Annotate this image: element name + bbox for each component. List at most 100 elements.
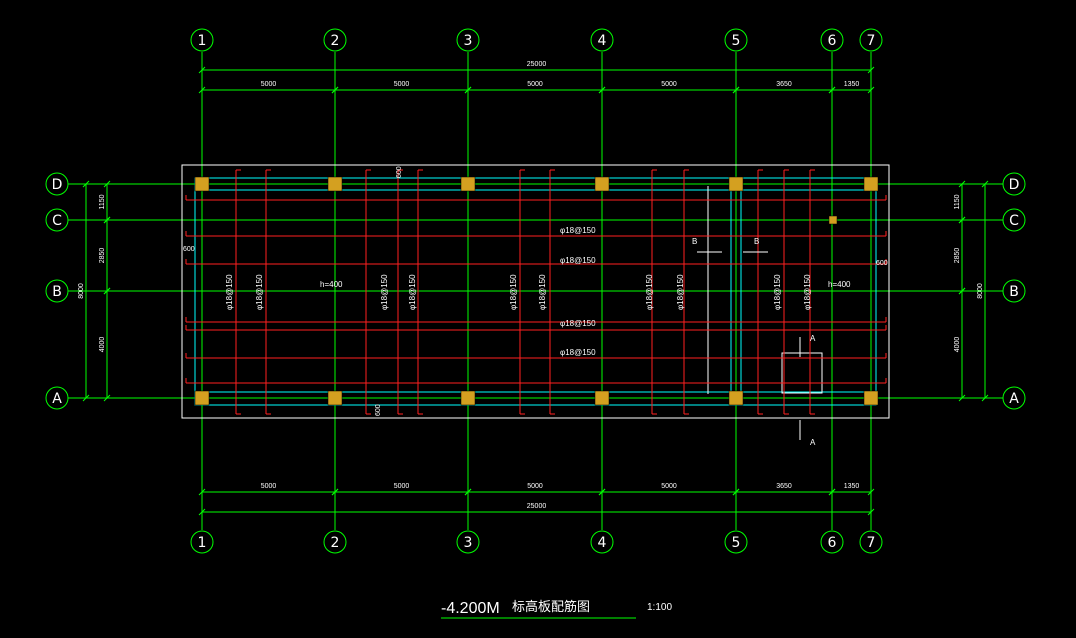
column bbox=[594, 176, 610, 192]
section-a-label: A bbox=[810, 438, 816, 447]
rebar-label: φ18@150 bbox=[560, 256, 596, 265]
column bbox=[194, 176, 210, 192]
offset-label-left: 600 bbox=[183, 246, 195, 253]
axis-bubble-right-circle bbox=[1002, 386, 1026, 410]
dim-span-bottom-tick bbox=[828, 488, 836, 496]
axis-bubble-bottom-label: 7 bbox=[867, 535, 876, 551]
axis-bubble-bottom-circle bbox=[456, 530, 480, 554]
dim-row-right-text: 4000 bbox=[954, 337, 961, 353]
axis-bubble-left-label: A bbox=[52, 391, 62, 407]
rebar-label: φ18@150 bbox=[509, 274, 518, 310]
axis-bubble-top-circle bbox=[456, 28, 480, 52]
section-a-label: A bbox=[810, 334, 816, 343]
dim-span-top-tick bbox=[867, 86, 875, 94]
thickness-label-left: h=400 bbox=[320, 280, 343, 289]
dim-span-top-tick bbox=[598, 86, 606, 94]
dim-span-bottom-tick bbox=[732, 488, 740, 496]
small-column bbox=[828, 215, 838, 225]
column bbox=[327, 390, 343, 406]
slab-edge bbox=[181, 164, 890, 419]
axis-bubble-right-circle bbox=[1002, 172, 1026, 196]
axis-bubble-top-label: 2 bbox=[331, 33, 340, 49]
axis-bubble-bottom-label: 3 bbox=[464, 535, 473, 551]
dim-span-top-tick bbox=[331, 86, 339, 94]
axis-bubble-top-label: 7 bbox=[867, 33, 876, 49]
dim-row-left-text: 2850 bbox=[99, 248, 106, 264]
dim-span-bottom-text: 5000 bbox=[527, 483, 543, 490]
title-elevation: -4.200M bbox=[441, 600, 500, 617]
dim-row-left-text: 1150 bbox=[99, 194, 106, 209]
axis-bubble-bottom-circle bbox=[590, 530, 614, 554]
title-scale: 1:100 bbox=[647, 602, 672, 613]
axis-bubble-left-circle bbox=[45, 172, 69, 196]
column bbox=[594, 390, 610, 406]
dim-span-top-tick bbox=[464, 86, 472, 94]
dim-span-top-text: 3650 bbox=[776, 81, 792, 88]
column bbox=[863, 176, 879, 192]
axis-bubble-left-circle bbox=[45, 279, 69, 303]
rebar-label: φ18@150 bbox=[560, 348, 596, 357]
axis-bubble-top-label: 5 bbox=[732, 33, 741, 49]
column bbox=[863, 390, 879, 406]
axis-bubble-right-circle bbox=[1002, 279, 1026, 303]
rebar-label: φ18@150 bbox=[408, 274, 417, 310]
dim-total-bottom-text: 25000 bbox=[527, 503, 547, 510]
axis-bubble-bottom-circle bbox=[724, 530, 748, 554]
axis-bubble-right-label: A bbox=[1009, 391, 1019, 407]
offset-label-right: 600 bbox=[876, 260, 888, 267]
rebar-label: φ18@150 bbox=[538, 274, 547, 310]
axis-bubble-top-circle bbox=[323, 28, 347, 52]
axis-bubble-top-circle bbox=[724, 28, 748, 52]
dim-span-top-text: 5000 bbox=[261, 81, 277, 88]
axis-bubble-bottom-circle bbox=[820, 530, 844, 554]
axis-bubble-right-label: D bbox=[1009, 177, 1020, 193]
dim-span-bottom-text: 5000 bbox=[261, 483, 277, 490]
axis-bubble-top-label: 3 bbox=[464, 33, 473, 49]
rebar-label: φ18@150 bbox=[380, 274, 389, 310]
dim-span-top-text: 5000 bbox=[661, 81, 677, 88]
dimension-lines: 2500025000500050005000500050005000500050… bbox=[78, 61, 990, 516]
dim-row-right-text: 1150 bbox=[954, 194, 961, 209]
offset-label-top: 600 bbox=[396, 166, 403, 178]
column bbox=[327, 176, 343, 192]
axis-bubble-bottom-circle bbox=[859, 530, 883, 554]
dim-span-top-tick bbox=[732, 86, 740, 94]
section-b-label: B bbox=[692, 237, 697, 246]
dim-span-bottom-tick bbox=[867, 488, 875, 496]
axis-bubble-top-label: 4 bbox=[598, 33, 607, 49]
axis-bubble-top-circle bbox=[190, 28, 214, 52]
axis-bubble-top-circle bbox=[590, 28, 614, 52]
opening-outline bbox=[781, 352, 823, 394]
column bbox=[728, 390, 744, 406]
dim-span-top-text: 1350 bbox=[844, 81, 860, 88]
columns bbox=[194, 176, 879, 406]
dim-row-total-left-text: 8000 bbox=[78, 283, 85, 299]
dim-total-top-tick bbox=[198, 66, 206, 74]
dim-span-top-tick bbox=[828, 86, 836, 94]
axis-bubble-bottom-label: 2 bbox=[331, 535, 340, 551]
beam-outline bbox=[194, 177, 877, 406]
column bbox=[728, 176, 744, 192]
axis-bubble-right-label: B bbox=[1009, 284, 1019, 300]
dim-span-bottom-tick bbox=[198, 488, 206, 496]
dim-span-bottom-tick bbox=[331, 488, 339, 496]
dim-span-bottom-text: 5000 bbox=[661, 483, 677, 490]
dim-span-bottom-text: 1350 bbox=[844, 483, 860, 490]
rebar-label: φ18@150 bbox=[225, 274, 234, 310]
column bbox=[194, 390, 210, 406]
dim-row-left-text: 4000 bbox=[99, 337, 106, 353]
dim-span-bottom-text: 3650 bbox=[776, 483, 792, 490]
axis-bubble-bottom-label: 6 bbox=[828, 535, 837, 551]
rebar-label: φ18@150 bbox=[560, 226, 596, 235]
column bbox=[460, 390, 476, 406]
grid-lines bbox=[68, 52, 1003, 530]
rebar-label: φ18@150 bbox=[255, 274, 264, 310]
axis-bubble-left-circle bbox=[45, 386, 69, 410]
axis-bubble-left-circle bbox=[45, 208, 69, 232]
dim-span-top-text: 5000 bbox=[527, 81, 543, 88]
axis-bubble-left-label: D bbox=[52, 177, 63, 193]
rebar-label: φ18@150 bbox=[676, 274, 685, 310]
axis-bubble-bottom-label: 1 bbox=[198, 535, 207, 551]
